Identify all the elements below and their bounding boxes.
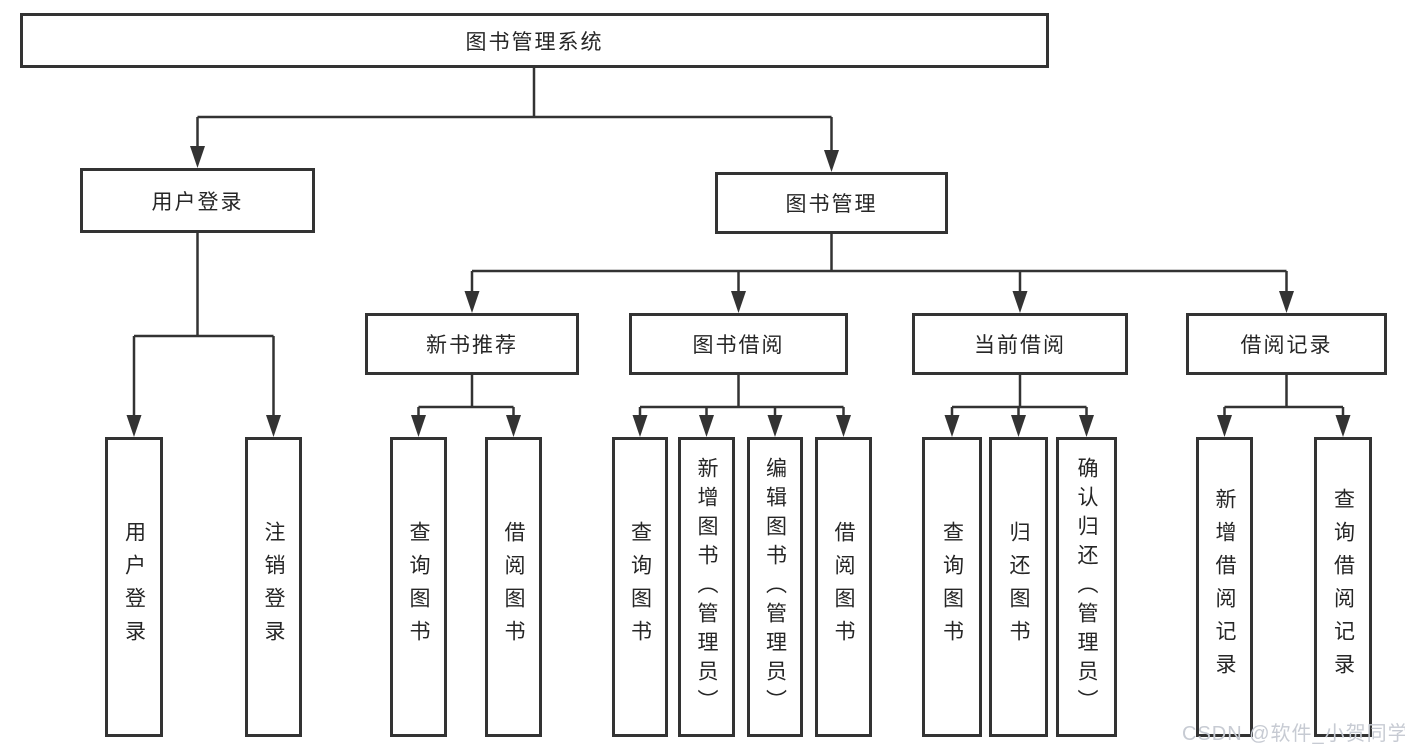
- leaf-label: 借阅图书: [502, 521, 525, 653]
- csdn-watermark: CSDN @软件_小贺同学: [1182, 723, 1405, 745]
- leaf-label: 归还图书: [1007, 521, 1030, 653]
- leaf-label: 新增借阅记录: [1213, 488, 1236, 686]
- leaf-return-books: 归还图书: [989, 437, 1048, 737]
- node-label: 图书管理系统: [465, 30, 604, 54]
- node-book-borrow: 图书借阅: [629, 313, 848, 375]
- leaf-query-books-1: 查询图书: [390, 437, 447, 737]
- leaf-query-books-3: 查询图书: [922, 437, 982, 737]
- node-label: 图书借阅: [692, 334, 785, 357]
- leaf-label: 查询图书: [940, 521, 964, 653]
- leaf-label: 用户登录: [122, 521, 146, 653]
- leaf-add-borrow-record: 新增借阅记录: [1196, 437, 1253, 737]
- node-library-management-system: 图书管理系统: [20, 13, 1049, 68]
- node-label: 借阅记录: [1240, 334, 1333, 357]
- arrow-to-leaf-query-books-1: [411, 415, 426, 437]
- arrow-to-leaf-user-login: [126, 415, 142, 437]
- leaf-query-books-2: 查询图书: [612, 437, 668, 737]
- connector-root: [196, 68, 833, 154]
- node-borrow-records: 借阅记录: [1186, 313, 1387, 375]
- node-new-book-recommend: 新书推荐: [365, 313, 579, 375]
- connector-borrow-records: [1223, 375, 1345, 419]
- arrow-to-current-borrow: [1012, 291, 1028, 313]
- node-label: 用户登录: [151, 190, 244, 214]
- arrow-to-leaf-query-books-2: [632, 415, 648, 437]
- connector-book-management: [470, 234, 1288, 295]
- arrow-to-new-book: [464, 291, 480, 313]
- arrow-to-leaf-edit-books: [767, 415, 783, 437]
- leaf-label: 注销登录: [262, 521, 285, 653]
- connector-current-borrow: [950, 375, 1088, 419]
- arrow-to-leaf-logout: [266, 415, 281, 437]
- arrow-to-leaf-borrow-books-1: [506, 415, 521, 437]
- node-label: 当前借阅: [974, 334, 1066, 357]
- node-user-login: 用户登录: [80, 168, 315, 233]
- connector-book-borrow: [638, 375, 845, 419]
- arrow-to-book-borrow: [731, 291, 746, 313]
- arrow-to-user-login: [190, 146, 205, 168]
- arrowheads: [126, 146, 1351, 437]
- connector-user-login: [132, 233, 275, 419]
- arrow-to-leaf-confirm-return: [1079, 415, 1094, 437]
- leaf-borrow-books-1: 借阅图书: [485, 437, 542, 737]
- leaf-user-login: 用户登录: [105, 437, 163, 737]
- arrow-to-borrow-records: [1279, 291, 1294, 313]
- arrow-to-leaf-return-books: [1011, 415, 1026, 437]
- leaf-label: 新增图书（管理员）: [695, 456, 718, 718]
- leaf-label: 借阅图书: [832, 521, 855, 653]
- node-label: 新书推荐: [426, 334, 518, 357]
- leaf-label: 编辑图书（管理员）: [763, 456, 787, 718]
- leaf-add-books-admin: 新增图书（管理员）: [678, 437, 735, 737]
- node-current-borrow: 当前借阅: [912, 313, 1128, 375]
- leaf-query-borrow-record: 查询借阅记录: [1314, 437, 1372, 737]
- leaf-edit-books-admin: 编辑图书（管理员）: [747, 437, 803, 737]
- node-label: 图书管理: [785, 193, 878, 216]
- leaf-label: 查询图书: [628, 521, 652, 653]
- leaf-label: 查询借阅记录: [1331, 488, 1355, 686]
- connector-new-book: [417, 375, 515, 419]
- node-book-management: 图书管理: [715, 172, 948, 234]
- arrow-to-leaf-query-books-3: [944, 415, 960, 437]
- leaf-label: 确认归还（管理员）: [1075, 456, 1098, 718]
- leaf-borrow-books-2: 借阅图书: [815, 437, 872, 737]
- arrow-to-leaf-query-record: [1335, 415, 1351, 437]
- leaf-confirm-return-admin: 确认归还（管理员）: [1056, 437, 1117, 737]
- arrow-to-leaf-borrow-books-2: [836, 415, 851, 437]
- arrow-to-leaf-add-record: [1217, 415, 1232, 437]
- arrow-to-book-management: [824, 150, 839, 172]
- leaf-label: 查询图书: [407, 521, 430, 653]
- arrow-to-leaf-add-books: [699, 415, 714, 437]
- leaf-logout: 注销登录: [245, 437, 302, 737]
